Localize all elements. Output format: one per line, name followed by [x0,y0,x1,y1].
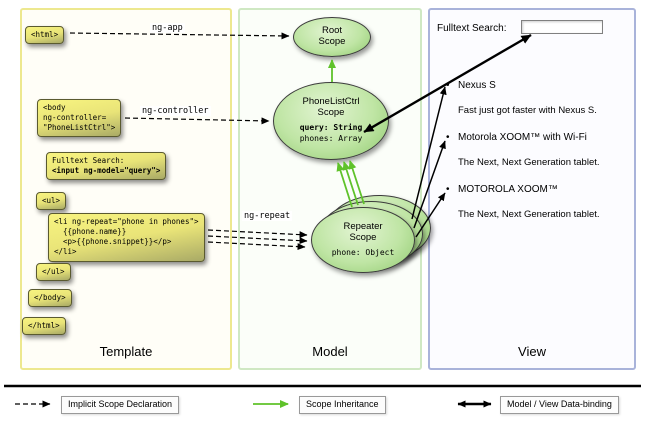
code-line: </ul> [42,267,65,276]
fulltext-search-label: Fulltext Search: [437,23,507,34]
phone-name: • Motorola XOOM™ with Wi-Fi [446,132,628,144]
bullet-icon: • [446,132,450,143]
code-line: {{phone.name}} [63,227,127,237]
code-fulltext-input: Fulltext Search: <input ng-model="query"… [46,152,167,181]
legend-model-view-data-binding: Model / View Data-binding [500,396,619,414]
code-line: <li ng-repeat="phone in phones"> [54,217,199,226]
root-scope-node: Root Scope [293,17,371,57]
code-body-close: </body> [28,289,72,308]
code-line: </body> [34,293,66,302]
code-ul-close: </ul> [36,263,71,282]
code-line: <p>{{phone.snippet}}</p> [63,237,172,247]
phone-snippet: The Next, Next Generation tablet. [458,157,600,168]
legend-implicit-scope-declaration: Implicit Scope Declaration [61,396,180,414]
code-line: ng-controller= [43,113,107,123]
model-column-label: Model [312,344,348,359]
code-line: "PhoneListCtrl"> [43,123,116,133]
phone-list: • Nexus S Fast just got faster with Nexu… [446,80,628,236]
fulltext-search-input[interactable] [521,20,603,34]
phone-snippet: Fast just got faster with Nexus S. [458,105,597,116]
scope-title: Scope [349,231,377,243]
scope-title: Root [321,25,343,37]
scope-title: Scope [317,107,345,119]
code-html-close: </html> [22,317,66,336]
list-item: • Motorola XOOM™ with Wi-Fi The Next, Ne… [446,132,628,169]
ng-repeat-label: ng-repeat [242,211,293,221]
model-column: Model [238,8,422,370]
ng-controller-label: ng-controller [140,106,211,116]
scope-title: PhoneListCtrl [302,96,360,108]
phone-name-text: Nexus S [458,80,496,91]
code-line: <body [43,103,66,112]
scope-title: Repeater [343,220,383,232]
phonelistctrl-scope-node: PhoneListCtrl Scope query: String phones… [273,82,389,160]
ng-app-label: ng-app [150,23,185,33]
template-column: Template [20,8,232,370]
code-ul-open: <ul> [36,192,67,211]
bullet-icon: • [446,184,450,195]
template-column-label: Template [99,344,153,359]
repeater-scope-node: Repeater Scope phone: Object [311,207,415,273]
view-column-label: View [518,344,546,359]
scope-prop-phones: phones: Array [299,134,363,144]
code-line: Fulltext Search: [52,156,125,165]
code-line: <ul> [42,196,61,205]
code-line: </html> [28,321,60,330]
code-html-open: <html> [25,26,65,45]
bullet-icon: • [446,80,450,91]
code-body-open: <body ng-controller= "PhoneListCtrl"> [37,99,122,138]
list-item: • MOTOROLA XOOM™ The Next, Next Generati… [446,184,628,221]
code-li-repeat: <li ng-repeat="phone in phones"> {{phone… [48,213,205,262]
code-line: <html> [31,30,59,39]
code-line: <input ng-model="query"> [52,166,161,176]
phone-snippet: The Next, Next Generation tablet. [458,209,600,220]
phone-name: • Nexus S [446,80,628,92]
legend-scope-inheritance: Scope Inheritance [299,396,386,414]
phone-name-text: MOTOROLA XOOM™ [458,184,558,195]
scope-prop-phone: phone: Object [331,247,395,257]
code-line: </li> [54,247,77,257]
scope-prop-query: query: String [299,123,363,133]
list-item: • Nexus S Fast just got faster with Nexu… [446,80,628,117]
phone-name: • MOTOROLA XOOM™ [446,184,628,196]
phone-name-text: Motorola XOOM™ with Wi-Fi [458,132,587,143]
scope-title: Scope [318,36,346,47]
